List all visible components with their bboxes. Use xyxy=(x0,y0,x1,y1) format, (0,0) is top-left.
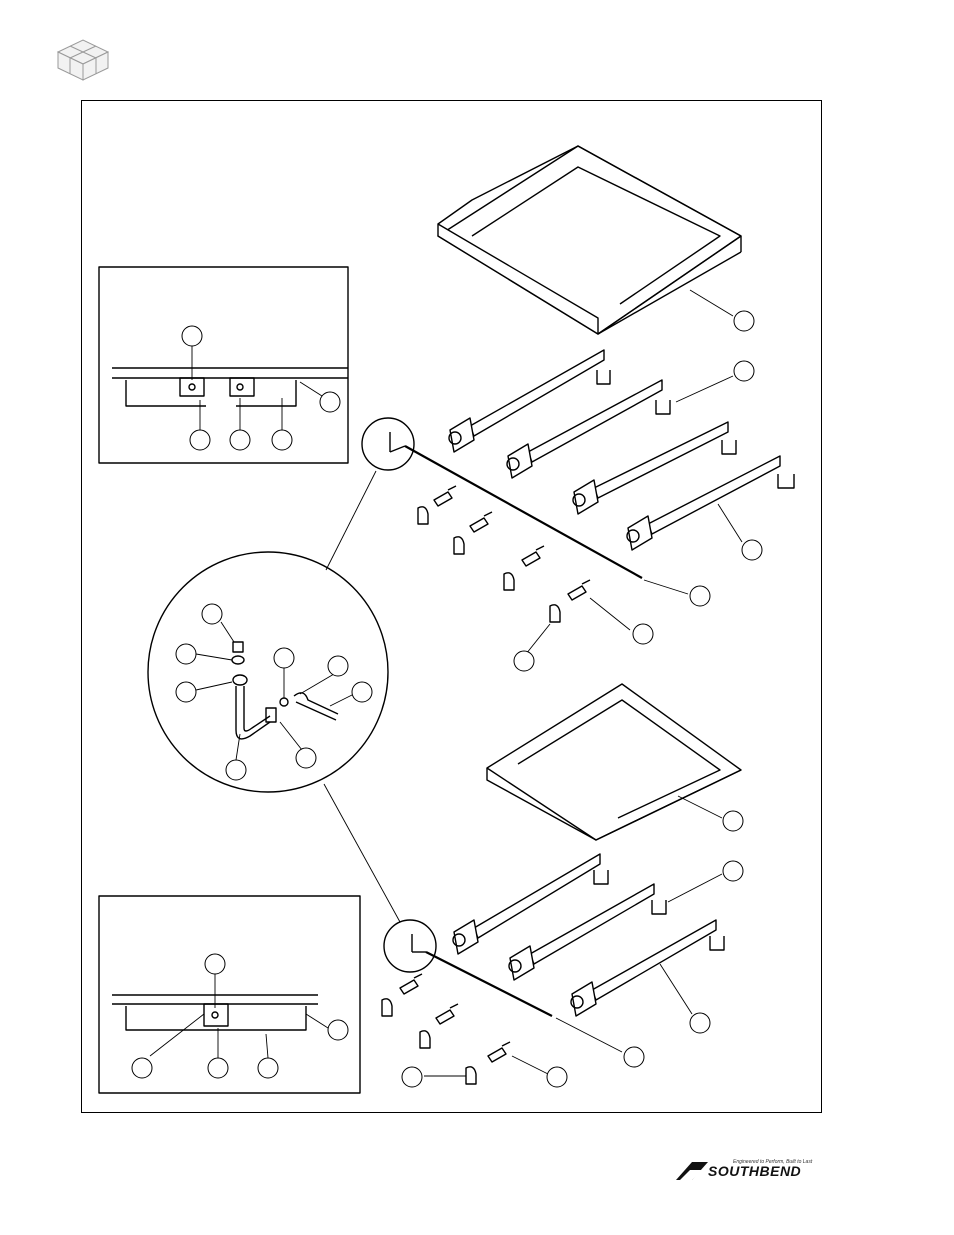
burner-tube xyxy=(571,920,724,1016)
burner-tube xyxy=(509,884,666,980)
callout-marker xyxy=(226,760,246,780)
inset-panel-upper xyxy=(99,267,348,463)
detail-circle-lower xyxy=(384,920,436,972)
callout-marker xyxy=(328,656,348,676)
callout-marker xyxy=(176,682,196,702)
callout-marker xyxy=(624,1047,644,1067)
valves-and-knobs-upper xyxy=(418,486,590,622)
callout-marker xyxy=(514,651,534,671)
callout-marker xyxy=(190,430,210,450)
callout-marker xyxy=(734,311,754,331)
callout-marker xyxy=(352,682,372,702)
brand-name: SOUTHBEND xyxy=(708,1163,801,1179)
griddle-plate-upper xyxy=(438,146,741,334)
callout-marker xyxy=(182,326,202,346)
burner-tube xyxy=(449,350,610,452)
callout-marker xyxy=(723,811,743,831)
callout-marker xyxy=(402,1067,422,1087)
callout-marker xyxy=(202,604,222,624)
callout-marker xyxy=(320,392,340,412)
burner-tube xyxy=(573,422,736,514)
burner-tube xyxy=(453,854,608,954)
callout-marker xyxy=(547,1067,567,1087)
callout-marker xyxy=(208,1058,228,1078)
gas-manifold-lower xyxy=(412,934,552,1016)
callout-marker xyxy=(274,648,294,668)
burner-set-lower xyxy=(453,854,724,1016)
callout-marker xyxy=(734,361,754,381)
detail-circle-upper xyxy=(362,418,414,470)
callout-marker xyxy=(296,748,316,768)
callout-marker xyxy=(205,954,225,974)
callout-marker xyxy=(690,1013,710,1033)
callout-marker xyxy=(176,644,196,664)
callout-marker xyxy=(258,1058,278,1078)
valves-and-knobs-lower xyxy=(382,974,510,1084)
callout-marker xyxy=(272,430,292,450)
callout-marker xyxy=(132,1058,152,1078)
callout-markers xyxy=(132,311,762,1087)
callout-marker xyxy=(230,430,250,450)
callout-marker xyxy=(742,540,762,560)
callout-marker xyxy=(690,586,710,606)
callout-marker xyxy=(328,1020,348,1040)
callout-marker xyxy=(633,624,653,644)
leader-lines xyxy=(150,290,742,1076)
callout-marker xyxy=(723,861,743,881)
griddle-plate-lower xyxy=(487,684,741,840)
